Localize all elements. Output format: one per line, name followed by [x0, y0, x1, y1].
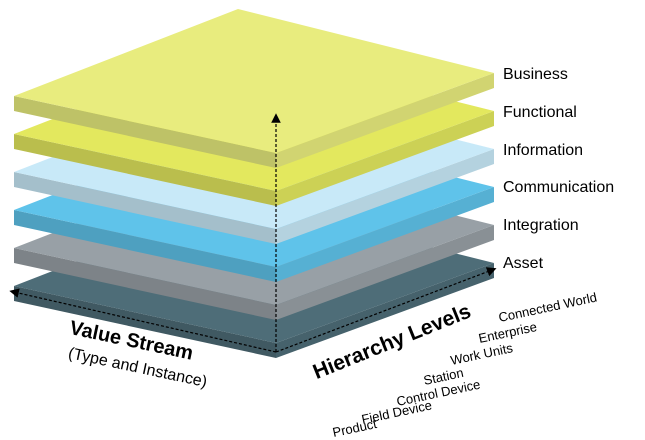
layer-information-right-side: [276, 149, 494, 244]
layer-asset-left-side: [14, 286, 276, 358]
layer-label-integration: Integration: [503, 217, 579, 234]
layer-label-information: Information: [503, 142, 584, 159]
layer-business-top: [14, 9, 494, 153]
layer-functional-right-side: [276, 111, 494, 206]
layer-business-left-side: [14, 96, 276, 168]
layer-business-right-side: [276, 73, 494, 168]
layer-information-left-side: [14, 172, 276, 244]
layer-integration-right-side: [276, 225, 494, 320]
layer-communication-left-side: [14, 210, 276, 282]
layer-communication-right-side: [276, 187, 494, 282]
layer-functional-left-side: [14, 134, 276, 206]
hierarchy-arrow: [275, 267, 497, 353]
layers-group: [14, 9, 494, 358]
layer-label-asset: Asset: [503, 255, 544, 272]
layer-label-communication: Communication: [503, 179, 615, 196]
layer-label-functional: Functional: [503, 104, 577, 121]
layer-integration-left-side: [14, 248, 276, 320]
layer-label-business: Business: [503, 66, 568, 83]
